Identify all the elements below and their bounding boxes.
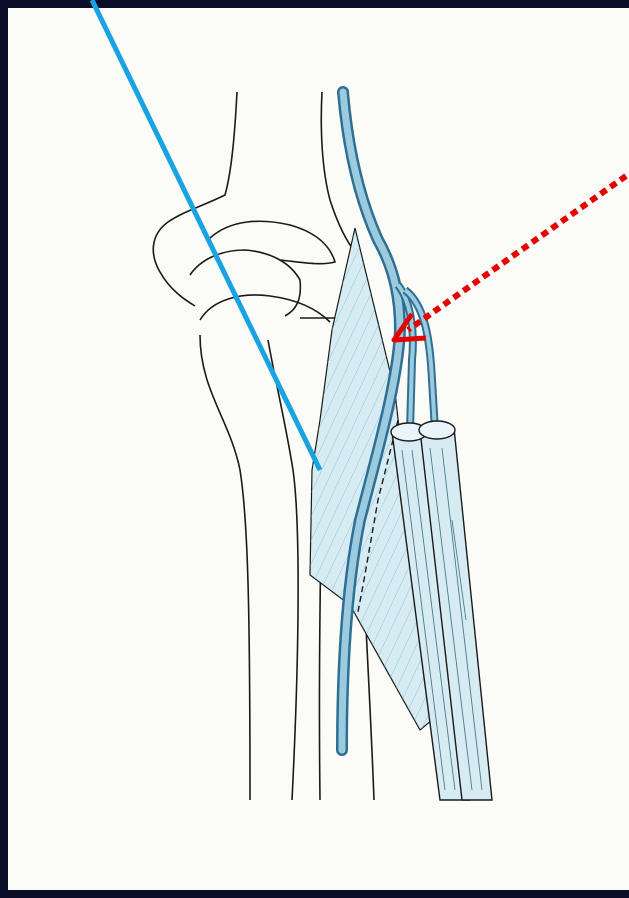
ulna-left-edge <box>200 335 250 800</box>
pointer-line <box>92 0 320 470</box>
pointer-arrow-shaft <box>408 176 626 330</box>
tendon-right-cap <box>419 421 455 439</box>
ulna-right-edge <box>268 340 298 800</box>
elbow-condyle <box>210 221 335 263</box>
